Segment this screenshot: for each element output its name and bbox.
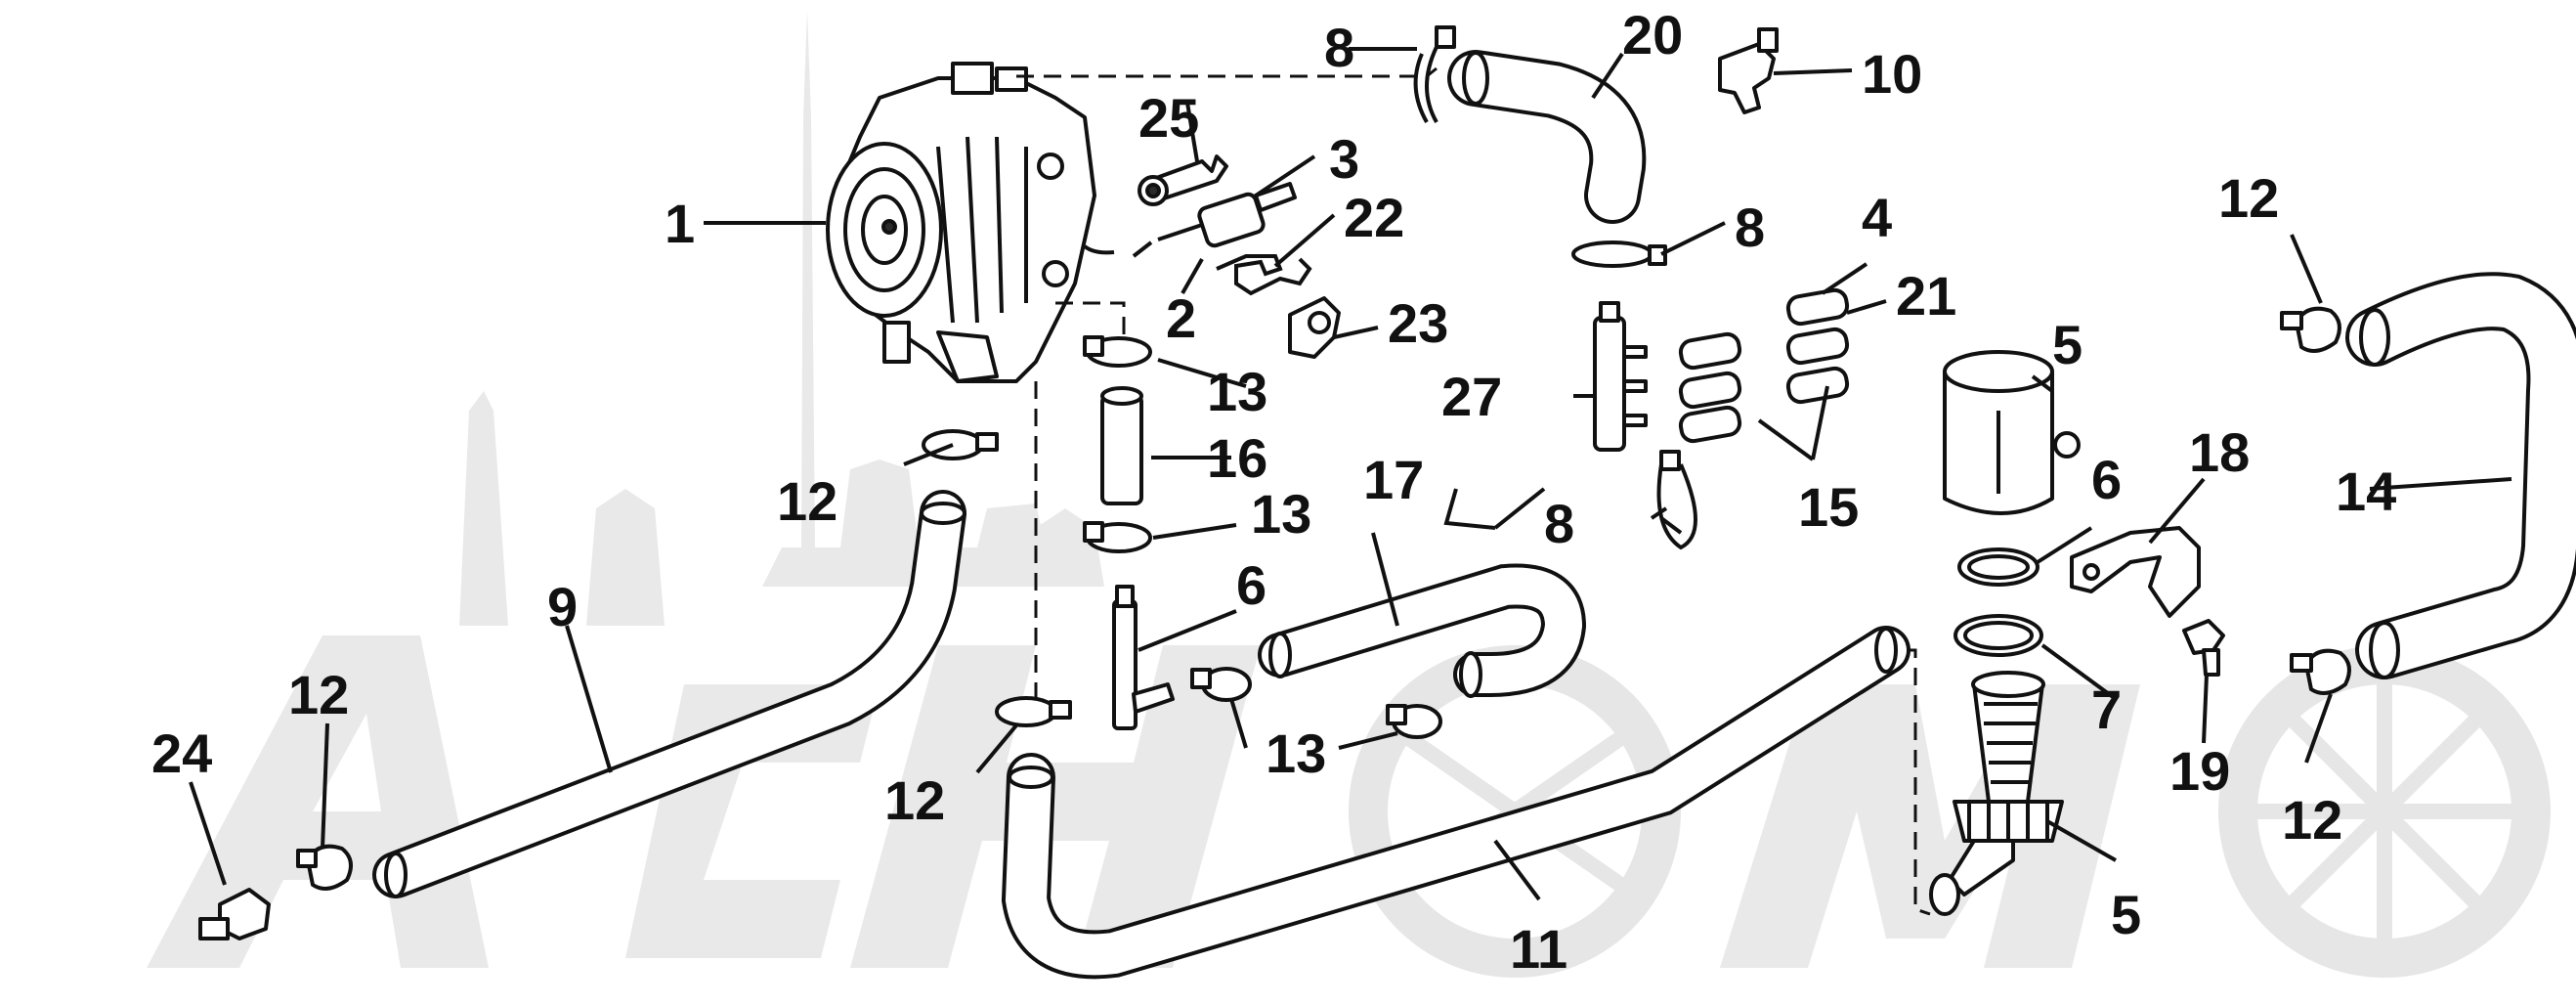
callout-17: 17 — [1363, 449, 1424, 510]
callout-20: 20 — [1622, 4, 1683, 66]
part-16-short-tube — [1100, 386, 1143, 505]
callout-6-mid: 6 — [1236, 554, 1267, 616]
callout-12-left-bottom: 12 — [288, 664, 349, 725]
leader-lines — [189, 47, 2512, 901]
callout-5-bottom: 5 — [2111, 884, 2141, 945]
part-3-connector — [1083, 182, 1297, 258]
part-12-clamp-left-top — [922, 429, 999, 460]
part-8-clamp-mid — [1571, 241, 1667, 268]
callout-12-left-top: 12 — [777, 470, 837, 532]
callout-9: 9 — [547, 576, 578, 637]
callout-8-low: 8 — [1544, 493, 1574, 554]
callout-13-top: 13 — [1207, 361, 1267, 422]
callout-8-top: 8 — [1324, 17, 1354, 78]
callout-6-right: 6 — [2091, 449, 2122, 510]
callout-14: 14 — [2336, 460, 2396, 522]
part-17-j-hose — [1258, 563, 1587, 698]
callout-22: 22 — [1344, 187, 1404, 248]
callout-5-top: 5 — [2052, 314, 2082, 375]
part-8-clamp-top — [1413, 25, 1456, 123]
callout-11: 11 — [1510, 918, 1567, 980]
callout-10: 10 — [1862, 43, 1922, 105]
callout-21: 21 — [1896, 265, 1956, 327]
callout-4: 4 — [1862, 187, 1892, 248]
callout-12-right-top: 12 — [2218, 167, 2279, 229]
part-20-elbow-hose — [1447, 50, 1647, 224]
callout-25: 25 — [1138, 87, 1199, 149]
part-11-long-hose — [1001, 626, 1911, 980]
part-6-7-o-rings — [1953, 547, 2043, 657]
callout-12-left-mid: 12 — [884, 769, 945, 831]
parts-4-21-15-short-hoses — [1678, 287, 1850, 444]
part-18-bracket — [2070, 526, 2201, 618]
callout-16: 16 — [1207, 427, 1267, 489]
part-12-clamp-left-mid — [995, 696, 1072, 727]
callout-18: 18 — [2189, 421, 2250, 483]
callout-1: 1 — [665, 193, 695, 254]
part-22-clip — [1216, 254, 1312, 296]
callout-27: 27 — [1441, 366, 1502, 427]
callout-13-mid: 13 — [1251, 483, 1311, 545]
part-5-strainer — [1929, 671, 2064, 916]
callout-19: 19 — [2169, 740, 2230, 802]
part-13-clamp-b — [1083, 521, 1152, 553]
part-19-bolt — [2182, 619, 2225, 677]
part-1-fuel-pump-assembly — [826, 62, 1096, 383]
callout-23: 23 — [1388, 292, 1448, 354]
callout-24: 24 — [151, 722, 212, 784]
part-27-tee-fitting — [1593, 301, 1648, 452]
part-23-clamp — [1288, 296, 1341, 359]
part-14-u-hose — [2345, 272, 2576, 679]
part-13-clamp-a — [1083, 335, 1152, 368]
part-6-tee-middle — [1112, 585, 1175, 730]
part-24-drain-plug — [198, 888, 271, 940]
callout-13-bottom: 13 — [1266, 722, 1326, 784]
callout-15: 15 — [1798, 476, 1859, 538]
part-12-clamp-left-bottom — [296, 844, 353, 891]
callout-2: 2 — [1166, 287, 1196, 349]
part-12-clamp-right-bottom — [2290, 648, 2351, 695]
part-13-clamp-d — [1386, 704, 1442, 739]
callout-12-right-bottom: 12 — [2282, 789, 2342, 851]
part-9-long-hose — [372, 490, 966, 898]
callout-8-mid: 8 — [1735, 197, 1765, 258]
part-8-clamp-low — [1656, 450, 1697, 550]
callout-7: 7 — [2091, 678, 2122, 740]
part-10-fitting — [1718, 27, 1779, 114]
part-12-clamp-right-top — [2280, 306, 2341, 353]
part-13-clamp-c — [1190, 667, 1252, 702]
callout-3: 3 — [1329, 128, 1359, 190]
part-5-filter-canister — [1943, 350, 2081, 515]
part-25-fitting — [1138, 154, 1228, 206]
callout-labels: 1 25 3 22 2 23 8 20 10 8 4 21 27 15 8 5 … — [151, 4, 2396, 980]
